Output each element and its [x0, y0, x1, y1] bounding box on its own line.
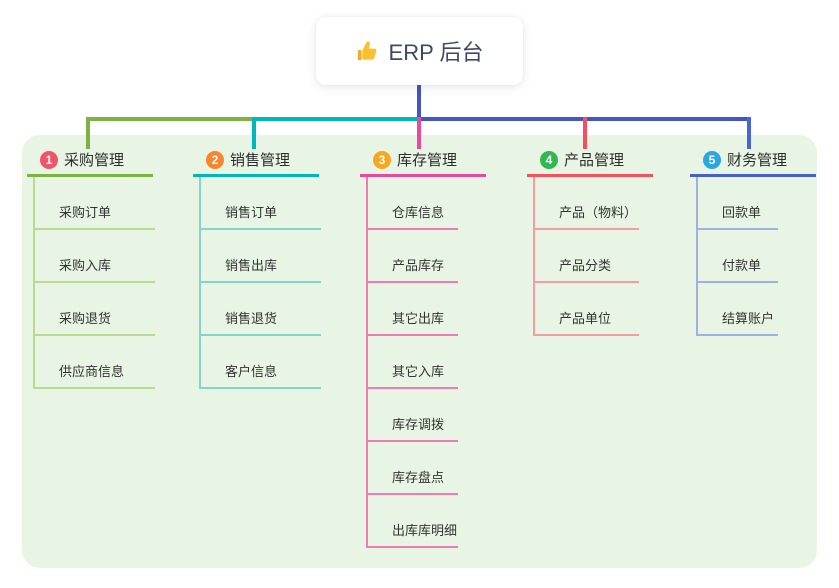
child-node[interactable]: 产品单位	[535, 283, 639, 336]
child-node[interactable]: 产品（物料）	[535, 177, 639, 230]
child-node[interactable]: 回款单	[698, 177, 778, 230]
connector-line	[583, 117, 587, 149]
child-node[interactable]: 库存调拨	[368, 389, 458, 442]
branch-children: 销售订单销售出库销售退货客户信息	[199, 177, 321, 389]
connector-line	[417, 84, 421, 121]
branch-2: 2 销售管理销售订单销售出库销售退货客户信息	[193, 149, 321, 389]
child-node[interactable]: 出库库明细	[368, 495, 458, 548]
thumbs-up-icon	[356, 40, 379, 63]
child-node[interactable]: 供应商信息	[35, 336, 155, 389]
child-node[interactable]: 其它出库	[368, 283, 458, 336]
branch-5: 5 财务管理回款单付款单结算账户	[690, 149, 816, 336]
connector-line	[86, 117, 90, 149]
branch-label: 销售管理	[230, 152, 291, 169]
child-node[interactable]: 其它入库	[368, 336, 458, 389]
connector-line	[252, 117, 256, 149]
branch-header[interactable]: 5 财务管理	[690, 149, 816, 177]
connector-line	[417, 117, 421, 149]
branch-number-badge: 3	[373, 150, 391, 169]
branch-number-badge: 2	[206, 150, 224, 169]
branch-header[interactable]: 1 采购管理	[27, 149, 153, 177]
branch-header[interactable]: 3 库存管理	[360, 149, 486, 177]
branch-4: 4 产品管理产品（物料）产品分类产品单位	[527, 149, 653, 336]
child-node[interactable]: 采购退货	[35, 283, 155, 336]
branch-number-badge: 5	[703, 150, 721, 169]
branch-children: 回款单付款单结算账户	[696, 177, 816, 336]
child-node[interactable]: 采购入库	[35, 230, 155, 283]
branch-number-badge: 1	[40, 150, 58, 169]
branch-label: 产品管理	[564, 152, 625, 169]
branches-panel	[22, 135, 817, 568]
connector-line	[747, 117, 751, 149]
child-node[interactable]: 结算账户	[698, 283, 778, 336]
child-node[interactable]: 采购订单	[35, 177, 155, 230]
branch-number-badge: 4	[540, 150, 558, 169]
child-node[interactable]: 产品分类	[535, 230, 639, 283]
child-node[interactable]: 销售退货	[201, 283, 321, 336]
child-node[interactable]: 产品库存	[368, 230, 458, 283]
connector-line	[86, 117, 254, 121]
child-node[interactable]: 仓库信息	[368, 177, 458, 230]
connector-line	[254, 117, 419, 121]
child-node[interactable]: 库存盘点	[368, 442, 458, 495]
branch-children: 采购订单采购入库采购退货供应商信息	[33, 177, 155, 389]
child-node[interactable]: 付款单	[698, 230, 778, 283]
branch-children: 产品（物料）产品分类产品单位	[533, 177, 653, 336]
child-node[interactable]: 销售订单	[201, 177, 321, 230]
branch-header[interactable]: 2 销售管理	[193, 149, 319, 177]
branch-header[interactable]: 4 产品管理	[527, 149, 653, 177]
branch-label: 财务管理	[727, 152, 788, 169]
branch-label: 库存管理	[397, 152, 458, 169]
root-label: ERP 后台	[388, 40, 484, 65]
child-node[interactable]: 客户信息	[201, 336, 321, 389]
branch-label: 采购管理	[64, 152, 125, 169]
branch-1: 1 采购管理采购订单采购入库采购退货供应商信息	[27, 149, 155, 389]
branch-3: 3 库存管理仓库信息产品库存其它出库其它入库库存调拨库存盘点出库库明细	[360, 149, 486, 548]
root-node[interactable]: ERP 后台	[316, 17, 523, 85]
child-node[interactable]: 销售出库	[201, 230, 321, 283]
branch-children: 仓库信息产品库存其它出库其它入库库存调拨库存盘点出库库明细	[366, 177, 486, 548]
